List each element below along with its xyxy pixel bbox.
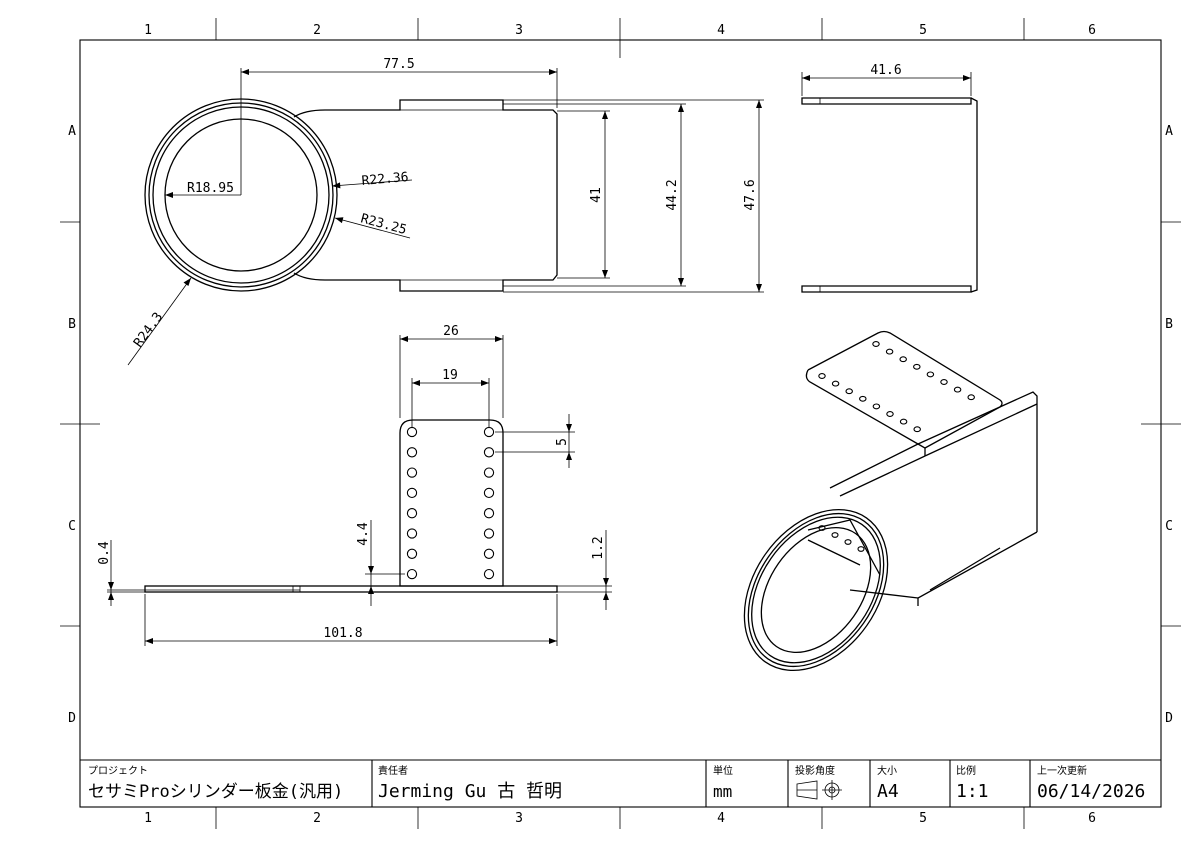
owner-value: Jerming Gu 古 哲明	[378, 781, 562, 802]
isometric-view	[743, 330, 1038, 672]
scale-label: 比例	[956, 764, 976, 777]
zone-row-a-right: A	[1165, 124, 1173, 139]
dim-tab-width: 26	[443, 324, 459, 339]
zone-col-3: 3	[515, 23, 523, 38]
iso-inner-hole	[857, 546, 865, 552]
projection-label: 投影角度	[795, 764, 835, 777]
hole	[406, 447, 418, 458]
iso-hole	[872, 341, 880, 347]
iso-hole	[899, 356, 907, 363]
hole	[406, 426, 418, 438]
zone-col-3-bottom: 3	[515, 811, 523, 826]
hole	[406, 548, 418, 559]
dim-r-outer: R23.25	[359, 211, 408, 238]
iso-hole	[926, 371, 935, 378]
iso-hole	[953, 386, 962, 393]
zone-row-c: C	[68, 519, 76, 534]
hole	[406, 508, 418, 519]
zone-labels: 1 2 3 4 5 6 1 2 3 4 5 6 A B C D A B C D	[68, 23, 1173, 826]
third-angle-projection-icon	[796, 780, 842, 800]
zone-col-5: 5	[919, 23, 927, 38]
zone-col-1: 1	[144, 23, 152, 38]
zone-row-a: A	[68, 124, 76, 139]
hole	[406, 528, 418, 539]
hole	[483, 548, 495, 559]
iso-hole	[885, 348, 894, 355]
dim-hole-spacing: 19	[442, 368, 458, 383]
iso-hole	[818, 373, 826, 379]
dim-total-length: 101.8	[323, 626, 362, 641]
dim-outer-height: 47.6	[743, 179, 758, 210]
zone-col-5-bottom: 5	[919, 811, 927, 826]
size-label: 大小	[877, 764, 897, 777]
dim-flange: 1.2	[591, 536, 606, 559]
iso-hole	[940, 379, 948, 385]
project-label: プロジェクト	[88, 765, 148, 777]
sheet-frame	[60, 18, 1181, 829]
iso-hole	[899, 418, 908, 425]
dim-mid-height: 44.2	[665, 179, 680, 210]
mounting-holes	[406, 426, 495, 580]
dim-thickness: 0.4	[97, 541, 112, 565]
iso-hole	[872, 403, 881, 410]
iso-hole	[831, 380, 840, 387]
title-block: プロジェクト セサミProシリンダー板金(汎用) 責任者 Jerming Gu …	[80, 759, 1161, 807]
front-view: 26 19 5 4.4 1.2 0.4 101.8	[97, 324, 612, 646]
zone-col-4: 4	[717, 23, 725, 38]
hole	[483, 447, 495, 458]
hole	[406, 487, 418, 499]
zone-row-b: B	[68, 317, 76, 332]
owner-label: 責任者	[378, 764, 408, 777]
dim-side-width: 41.6	[870, 63, 901, 78]
dim-inner-height: 41	[589, 187, 604, 203]
iso-holes	[818, 341, 975, 552]
iso-hole	[913, 363, 921, 370]
size-value: A4	[877, 781, 899, 802]
scale-value: 1:1	[956, 781, 989, 802]
zone-row-b-right: B	[1165, 317, 1173, 332]
iso-hole	[967, 394, 975, 401]
iso-inner-hole	[831, 532, 839, 538]
updated-label: 上一次更新	[1037, 764, 1087, 777]
iso-hole	[886, 411, 894, 417]
project-value: セサミProシリンダー板金(汎用)	[88, 782, 343, 802]
side-view: 41.6	[801, 63, 978, 293]
zone-col-1-bottom: 1	[144, 811, 152, 826]
zone-col-2: 2	[313, 23, 321, 38]
zone-col-6: 6	[1088, 23, 1096, 38]
iso-hole	[859, 395, 867, 402]
dim-r-inner: R18.95	[187, 181, 234, 196]
hole	[483, 568, 495, 580]
hole	[483, 467, 495, 478]
zone-col-6-bottom: 6	[1088, 811, 1096, 826]
hole	[406, 467, 418, 478]
dim-r-mid: R22.36	[361, 170, 409, 189]
zone-col-4-bottom: 4	[717, 811, 725, 826]
dim-top-width: 77.5	[383, 57, 414, 72]
hole	[406, 568, 418, 580]
zone-row-c-right: C	[1165, 519, 1173, 534]
hole	[483, 487, 495, 499]
zone-row-d: D	[68, 711, 76, 726]
top-view: 77.5 41 44.2 47.6 R18.95 R22.36 R23.25 R…	[127, 57, 764, 366]
zone-row-d-right: D	[1165, 711, 1173, 726]
hole	[483, 528, 495, 539]
unit-value: mm	[713, 782, 732, 801]
updated-value: 06/14/2026	[1037, 781, 1145, 802]
dim-r-max: R24.3	[131, 310, 166, 350]
iso-hole	[913, 426, 921, 433]
dim-hole-offset: 4.4	[356, 522, 371, 546]
dim-hole-pitch: 5	[555, 438, 570, 446]
unit-label: 単位	[713, 764, 733, 777]
iso-inner-hole	[844, 539, 852, 545]
hole	[483, 508, 495, 519]
zone-col-2-bottom: 2	[313, 811, 321, 826]
hole	[483, 426, 495, 438]
iso-hole	[845, 388, 853, 395]
